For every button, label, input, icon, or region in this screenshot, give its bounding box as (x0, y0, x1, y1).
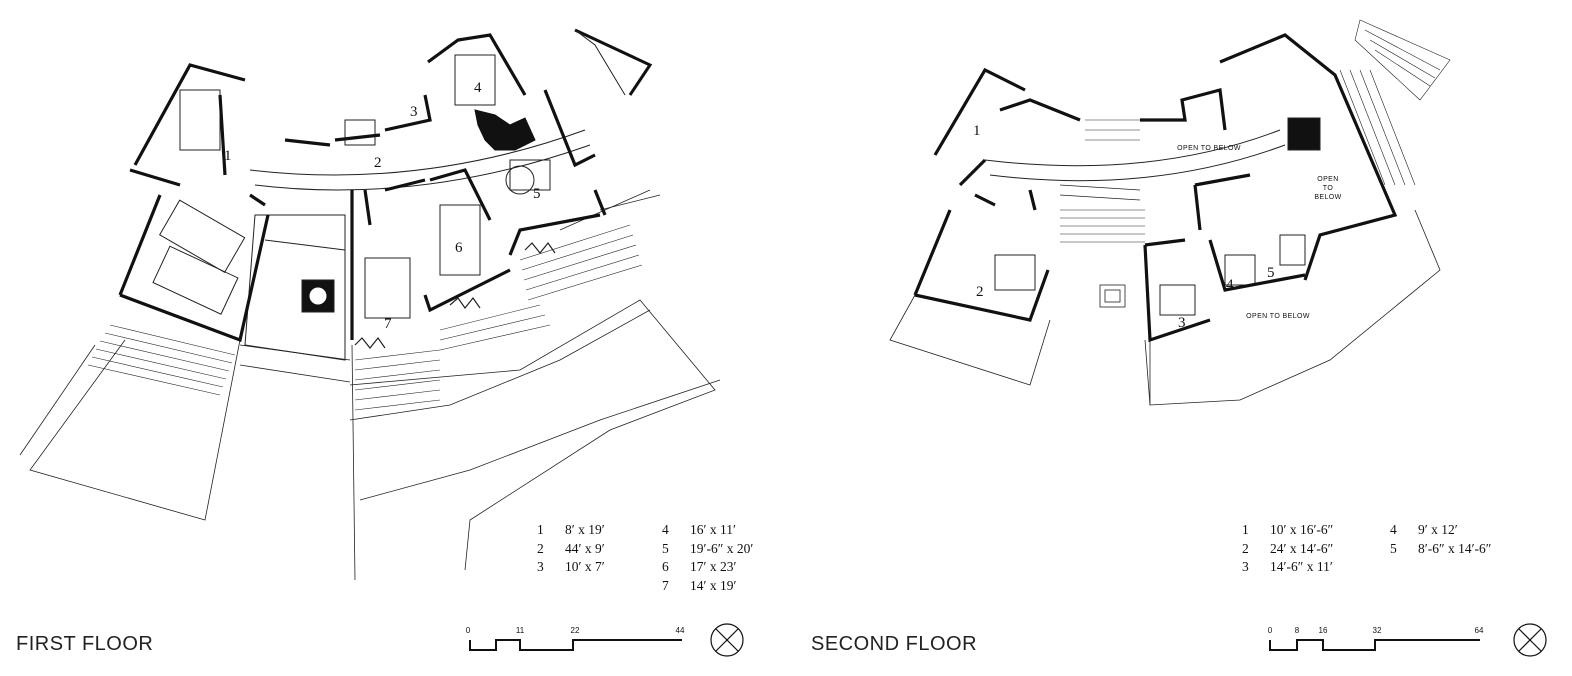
second-floor-room-labels: 1 2 3 4 5 (973, 123, 1275, 331)
first-floor-legend-col-2: 4 16′ x 11′ 5 19′-6″ x 20′ 6 17′ x 23′ 7 14′… (662, 521, 753, 595)
first-floor-outbuilding (574, 28, 653, 96)
second-floor-exterior-walls (913, 33, 1398, 343)
room-dimension: 9′ x 12′ (1418, 522, 1458, 537)
room-dimension: 10′ x 7′ (565, 559, 605, 574)
legend-row: 1 10′ x 16′-6″ (1242, 521, 1333, 540)
room-number: 2 (1242, 540, 1249, 556)
legend-row: 1 8′ x 19′ (537, 521, 605, 540)
first-floor-room-label: 7 (384, 316, 392, 332)
open-to-below-note: OPEN TO BELOW (1177, 145, 1241, 152)
open-to-below-note-lower: OPEN TO BELOW (1246, 313, 1310, 320)
first-floor-plan (19, 28, 721, 581)
room-dimension: 10′ x 16′-6″ (1270, 522, 1334, 537)
room-dimension: 14′-6″ x 11′ (1270, 559, 1333, 574)
legend-row: 5 19′-6″ x 20′ (662, 540, 753, 559)
room-dimension: 19′-6″ x 20′ (690, 540, 754, 556)
first-floor-legend-col-1: 1 8′ x 19′ 2 44′ x 9′ 3 10′ x 7′ (537, 521, 605, 577)
room-dimension: 8′ x 19′ (565, 522, 605, 537)
first-floor-room-label: 5 (533, 186, 541, 202)
first-floor-room-label: 3 (410, 104, 418, 120)
scale-tick-label: 22 (571, 626, 580, 635)
second-floor-legend-col-2: 4 9′ x 12′ 5 8′-6″ x 14′-6″ (1390, 521, 1491, 558)
open-note-line-2: TO (1323, 185, 1334, 192)
second-floor-scale-bar (1269, 639, 1480, 651)
second-floor-scale-labels: 0 8 16 32 64 (1268, 626, 1484, 635)
room-number: 5 (1390, 540, 1397, 556)
second-floor-room-label: 3 (1178, 315, 1186, 331)
room-number: 4 (1390, 522, 1397, 537)
first-floor-scale-labels: 0 11 22 44 (466, 626, 685, 635)
first-floor-folding-doors (354, 241, 556, 349)
scale-tick-label: 0 (466, 626, 471, 635)
legend-row: 6 17′ x 23′ (662, 558, 753, 577)
room-dimension: 14′ x 19′ (690, 577, 737, 593)
room-dimension: 8′-6″ x 14′-6″ (1418, 540, 1492, 556)
second-floor-room-label: 5 (1267, 265, 1275, 281)
room-number: 2 (537, 540, 544, 556)
first-floor-decks (87, 224, 643, 411)
legend-row: 5 8′-6″ x 14′-6″ (1390, 540, 1491, 559)
second-floor-plan (889, 19, 1451, 406)
second-floor-site-lines (889, 184, 1441, 406)
second-floor-legend-col-1: 1 10′ x 16′-6″ 2 24′ x 14′-6″ 3 14′-6″ x 11… (1242, 521, 1333, 577)
second-floor-balcony-hatching (1060, 19, 1451, 243)
first-floor-exterior-walls (118, 33, 607, 343)
second-floor-room-label: 2 (976, 284, 984, 300)
room-number: 3 (1242, 559, 1249, 574)
legend-row: 3 10′ x 7′ (537, 558, 605, 577)
legend-row: 4 9′ x 12′ (1390, 521, 1491, 540)
open-note-line-3: BELOW (1314, 194, 1341, 201)
room-number: 1 (1242, 522, 1249, 537)
second-floor-inner-walls (984, 129, 1306, 316)
first-floor-column (309, 287, 327, 305)
room-dimension: 17′ x 23′ (690, 559, 737, 574)
room-number: 6 (662, 559, 669, 574)
open-note-line-1: OPEN (1317, 176, 1338, 183)
legend-row: 4 16′ x 11′ (662, 521, 753, 540)
scale-tick-label: 8 (1295, 626, 1300, 635)
scale-tick-label: 44 (676, 626, 685, 635)
first-floor-title: FIRST FLOOR (16, 633, 154, 655)
room-number: 4 (662, 522, 669, 537)
scale-tick-label: 11 (516, 626, 525, 635)
room-number: 5 (662, 540, 669, 556)
first-floor-room-label: 1 (224, 148, 232, 164)
second-floor-north-arrow (1513, 623, 1547, 657)
first-floor-fireplace (474, 109, 536, 151)
scale-tick-label: 0 (1268, 626, 1273, 635)
first-floor-site-lines (19, 189, 721, 581)
second-floor-room-label: 1 (973, 123, 981, 139)
room-dimension: 24′ x 14′-6″ (1270, 540, 1334, 556)
legend-row: 2 44′ x 9′ (537, 540, 605, 559)
room-number: 3 (537, 559, 544, 574)
room-number: 7 (662, 577, 669, 593)
scale-tick-label: 64 (1475, 626, 1484, 635)
legend-row: 3 14′-6″ x 11′ (1242, 558, 1333, 577)
legend-row: 7 14′ x 19′ (662, 577, 753, 596)
legend-row: 2 24′ x 14′-6″ (1242, 540, 1333, 559)
first-floor-room-label: 6 (455, 240, 463, 256)
first-floor-north-arrow (710, 623, 744, 657)
first-floor-room-labels: 1 2 3 4 5 6 7 (224, 80, 541, 332)
first-floor-room-label: 2 (374, 155, 382, 171)
room-dimension: 44′ x 9′ (565, 540, 605, 556)
second-floor-title: SECOND FLOOR (811, 633, 978, 655)
scale-tick-label: 16 (1319, 626, 1328, 635)
second-floor-open-notes: OPEN TO BELOW OPEN TO BELOW OPEN TO BELO… (1177, 145, 1341, 320)
first-floor-inner-walls (152, 54, 591, 361)
second-floor-chimney (1287, 117, 1321, 151)
second-floor-room-label: 4 (1226, 277, 1234, 293)
first-floor-room-label: 4 (474, 80, 482, 96)
room-dimension: 16′ x 11′ (690, 522, 736, 537)
scale-tick-label: 32 (1373, 626, 1382, 635)
first-floor-scale-bar (469, 639, 682, 651)
room-number: 1 (537, 522, 544, 537)
